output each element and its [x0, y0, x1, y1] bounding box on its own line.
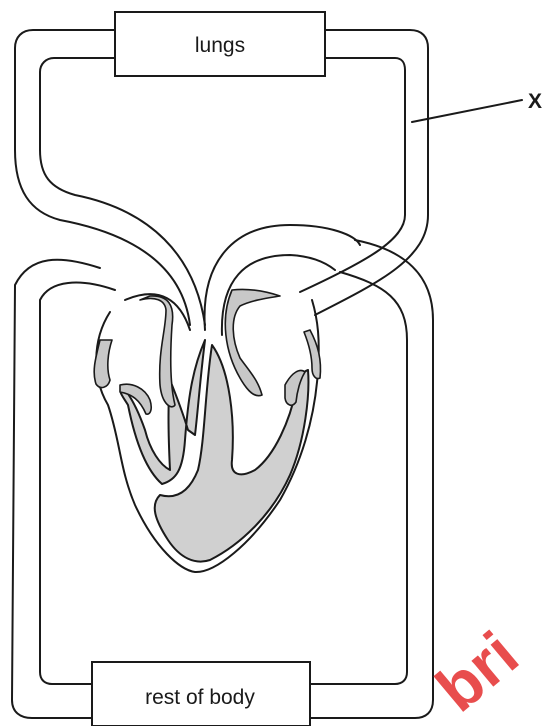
valve-right-upper [225, 289, 280, 395]
label-x: X [528, 90, 542, 113]
watermark-text: bri [423, 618, 532, 726]
rest-of-body-label: rest of body [145, 686, 255, 709]
pulmonary-circulation: lungs [15, 12, 428, 325]
lungs-label: lungs [195, 34, 245, 57]
valve-left-upper [140, 296, 175, 407]
heart [94, 289, 320, 572]
label-x-callout: X [412, 90, 542, 122]
